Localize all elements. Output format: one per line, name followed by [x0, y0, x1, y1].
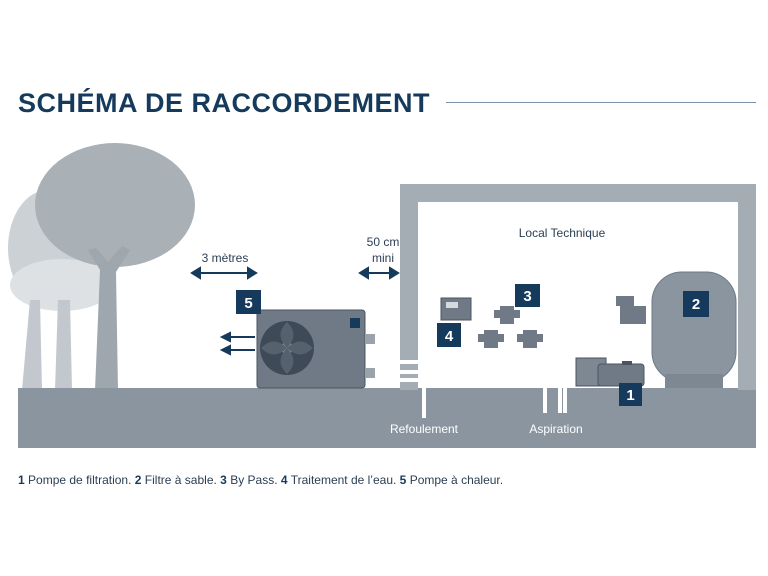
- legend-text-1: Pompe de filtration.: [28, 473, 132, 487]
- legend-text-4: Traitement de l’eau.: [290, 473, 397, 487]
- inlet-label: Aspiration: [529, 422, 582, 436]
- legend-text-5: Pompe à chaleur.: [409, 473, 504, 487]
- badge-5: 5: [236, 290, 261, 314]
- distance-pump-label: 3 mètres: [202, 251, 249, 265]
- water-treatment-unit: [440, 297, 472, 321]
- distance-arrow-50cm: [358, 266, 400, 280]
- distance-wall-label-2: mini: [372, 251, 394, 265]
- svg-text:3: 3: [523, 288, 531, 305]
- badge-2: 2: [683, 291, 709, 317]
- heat-pump: [256, 309, 375, 389]
- page-title: SCHÉMA DE RACCORDEMENT: [18, 88, 431, 118]
- trees-illustration: [8, 143, 195, 390]
- badge-4: 4: [437, 323, 461, 347]
- legend-text-3: By Pass.: [230, 473, 278, 487]
- pipes: [372, 308, 640, 418]
- airflow-arrows: [219, 331, 255, 356]
- legend-num-3: 3: [220, 473, 227, 487]
- bypass-valves: [478, 306, 543, 348]
- ground: [18, 388, 756, 448]
- svg-text:4: 4: [445, 328, 454, 345]
- distance-wall-label-1: 50 cm: [367, 235, 400, 249]
- badge-3: 3: [515, 284, 540, 307]
- legend-num-1: 1: [18, 473, 25, 487]
- badge-1: 1: [619, 383, 642, 406]
- legend-text-2: Filtre à sable.: [144, 473, 217, 487]
- technical-room: [400, 184, 756, 390]
- legend: 1 Pompe de filtration. 2 Filtre à sable.…: [18, 473, 503, 487]
- legend-num-4: 4: [280, 473, 288, 487]
- title-divider: [446, 102, 756, 103]
- svg-text:1: 1: [626, 387, 634, 404]
- filtration-pump: [575, 357, 645, 387]
- svg-text:2: 2: [692, 296, 700, 313]
- distance-arrow-3m: [190, 266, 258, 280]
- svg-text:5: 5: [244, 295, 252, 312]
- room-label: Local Technique: [519, 226, 606, 240]
- legend-num-5: 5: [399, 473, 407, 487]
- outlet-label: Refoulement: [390, 422, 459, 436]
- sand-filter: [616, 271, 737, 388]
- legend-num-2: 2: [134, 473, 142, 487]
